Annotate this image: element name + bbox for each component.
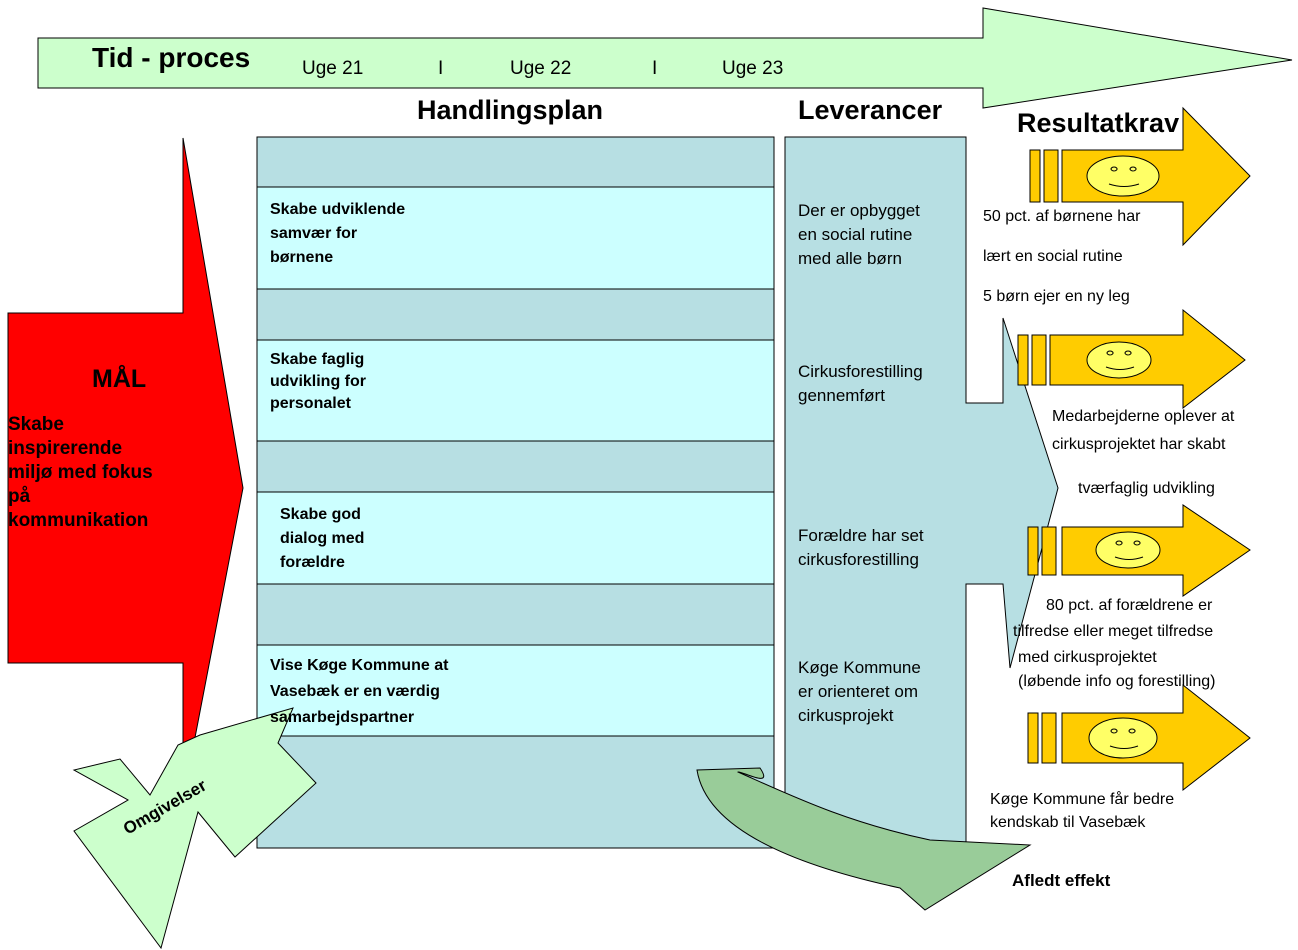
deliverable-item: Cirkusforestilling gennemført [798,360,923,408]
deliverable-line: er orienteret om [798,682,918,701]
result-line: Medarbejderne oplever at [1052,408,1235,425]
action-line: samarbejdspartner [270,709,415,726]
action-item: Skabe god dialog med forældre [280,503,364,575]
goal-line: inspirerende [8,438,123,459]
action-line: dialog med [280,530,365,547]
timeline-week: Uge 21 [302,58,364,79]
action-band [256,186,775,290]
result-arrow-1 [1029,106,1251,247]
action-line: Vasebæk er en værdig [270,683,440,700]
goal-line: miljø med fokus [8,462,153,483]
goal-arrow [7,137,244,801]
result-line: cirkusprojektet har skabt [1052,436,1226,453]
goal-text: Skabe inspirerende miljø med fokus på ko… [8,413,153,533]
deliverable-line: cirkusforestilling [798,550,919,569]
action-line: forældre [280,554,345,571]
result-line: kendskab til Vasebæk [990,814,1146,831]
header-leverancer: Leverancer [798,95,943,125]
action-line: samvær for [270,225,358,242]
action-item: Vise Køge Kommune at Vasebæk er en værdi… [270,653,448,731]
side-effect-label: Afledt effekt [1012,871,1111,890]
smiley-icon [1086,341,1152,379]
action-line: Skabe faglig [270,351,365,368]
result-line: 5 børn ejer en ny leg [983,288,1130,305]
action-band [256,339,775,442]
smiley-icon [1086,155,1160,197]
timeline-arrow [37,7,1293,109]
deliverable-line: Cirkusforestilling [798,362,923,381]
environment-arrow [72,707,317,950]
result-arrow-4 [1027,683,1251,792]
smiley-icon [1088,717,1158,759]
timeline-week: Uge 22 [510,58,572,79]
result-line: (løbende info og forestilling) [1018,673,1216,690]
action-band [256,288,775,341]
result-line: tilfredse eller meget tilfredse [1013,623,1214,640]
timeline-title: Tid - proces [92,42,251,73]
result-line: lært en social rutine [983,248,1123,265]
deliverable-line: gennemført [798,386,885,405]
goal-line: kommunikation [8,510,149,531]
action-band [256,491,775,585]
result-line: 80 pct. af forældrene er [1046,597,1213,614]
timeline-separator: I [438,58,444,79]
deliverable-line: en social rutine [798,225,913,244]
goal-line: på [8,486,31,507]
header-resultatkrav: Resultatkrav [1017,108,1180,138]
timeline-week: Uge 23 [722,58,784,79]
goal-line: Skabe [8,414,64,435]
action-line: personalet [270,395,351,412]
header-handlingsplan: Handlingsplan [417,95,604,125]
deliverable-line: cirkusprojekt [798,706,894,725]
action-band [256,735,775,849]
goal-title: MÅL [92,365,147,393]
result-line: Køge Kommune får bedre [990,791,1175,808]
deliverable-line: Køge Kommune [798,658,921,677]
deliverable-item: Forældre har set cirkusforestilling [798,524,924,572]
action-line: børnene [270,249,334,266]
deliverable-line: Forældre har set [798,526,924,545]
action-line: Vise Køge Kommune at [270,657,449,674]
timeline-separator: I [652,58,658,79]
deliverable-line: med alle børn [798,249,902,268]
result-line: 50 pct. af børnene har [983,208,1141,225]
deliverable-line: Der er opbygget [798,201,920,220]
side-effect-arrow [696,767,1032,911]
action-item: Skabe udviklende samvær for børnene [270,198,405,270]
action-item: Skabe faglig udvikling for personalet [270,349,366,415]
deliverable-item: Køge Kommune er orienteret om cirkusproj… [798,656,921,728]
action-line: Skabe udviklende [270,201,406,218]
action-line: udvikling for [270,373,366,390]
action-band [256,136,775,188]
deliverable-item: Der er opbygget en social rutine med all… [798,199,920,271]
result-line: med cirkusprojektet [1018,649,1157,666]
result-line: tværfaglig udvikling [1078,480,1215,497]
result-arrow-3 [1027,504,1251,597]
action-band [256,583,775,646]
action-line: Skabe god [280,506,361,523]
action-band [256,440,775,493]
result-arrow-2 [1017,308,1246,410]
smiley-icon [1095,531,1161,569]
